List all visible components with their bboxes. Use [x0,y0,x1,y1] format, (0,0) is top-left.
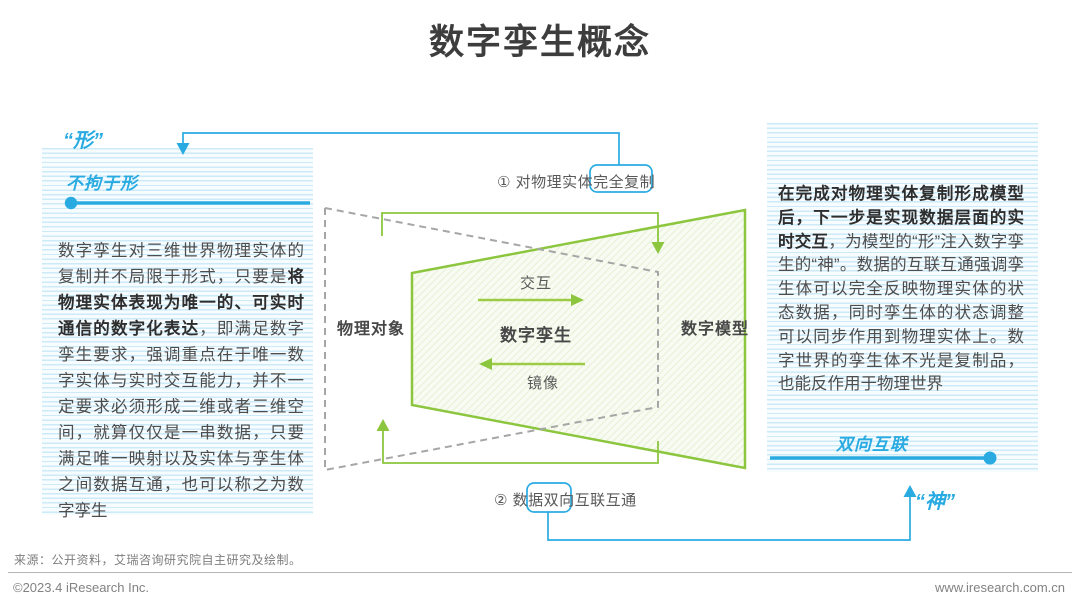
physical-object-dashed-trapezoid [324,206,659,472]
digital-model-trapezoid [410,208,747,470]
right-tagline: 双向互联 [836,435,908,454]
website-text: www.iresearch.com.cn [934,580,1065,595]
left-paragraph: 数字孪生对三维世界物理实体的复制并不局限于形式，只要是将物理实体表现为唯一的、可… [58,238,304,524]
label-interaction: 交互 [520,275,553,292]
form-quote-label: “形” [63,130,103,152]
label-digital-model: 数字模型 [681,321,750,338]
footer-divider [8,572,1072,573]
copyright-text: ©2023.4 iResearch Inc. [13,580,150,595]
source-note: 来源：公开资料，艾瑞咨询研究院自主研究及绘制。 [14,553,302,567]
right-text-panel [767,123,1038,472]
feedback-flow-arrow-icon [376,419,659,464]
label-mirror: 镜像 [527,375,560,392]
label-digital-twin: 数字孪生 [500,326,572,345]
left-paragraph-prefix: 数字孪生对三维世界物理实体的复制并不局限于形式，只要是 [58,242,304,286]
spirit-quote-label: “神” [915,491,955,513]
right-paragraph: 在完成对物理实体复制形成模型后，下一步是实现数据层面的实时交互，为模型的“形”注… [778,183,1024,397]
callout-data-interconnection: ② 数据双向互联互通 [494,492,637,509]
left-paragraph-bold: 将物理实体表现为唯一的、可实时通信的数字化表达 [58,268,304,338]
mirror-arrow-icon [479,358,585,370]
right-paragraph-suffix: ，为模型的“形”注入数字孪生的“神”。数据的互联互通强调孪生体可以完全反映物理实… [778,232,1025,394]
copy-flow-arrow-icon [381,212,665,254]
label-physical-object: 物理对象 [337,321,406,338]
left-text-panel [42,148,313,515]
interaction-arrow-icon [478,294,584,306]
page-title: 数字孪生概念 [428,23,651,62]
left-paragraph-suffix: ，即满足数字孪生要求，强调重点在于唯一数字实体与实时交互能力，并不一定要求必须形… [58,320,305,520]
left-tagline: 不拘于形 [66,174,138,193]
right-paragraph-bold: 在完成对物理实体复制形成模型后，下一步是实现数据层面的实时交互 [778,185,1024,251]
callout-complete-copy: ① 对物理实体完全复制 [497,174,656,191]
